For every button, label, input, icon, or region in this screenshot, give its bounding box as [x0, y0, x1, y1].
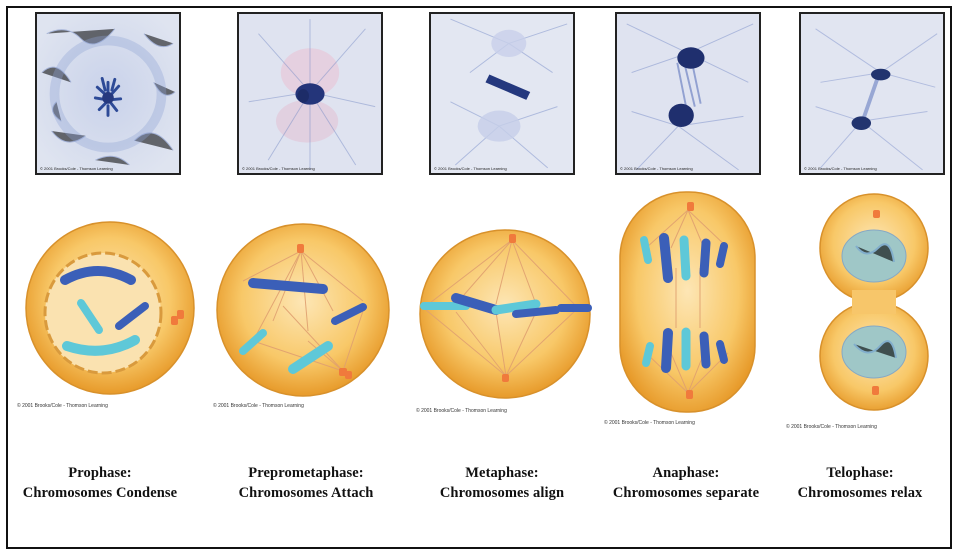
anaphase-micrograph-image [617, 14, 759, 173]
phase-name: Anaphase: [586, 463, 786, 483]
cell-illustration [23, 218, 198, 398]
phase-description: Chromosomes Attach [206, 483, 406, 503]
copyright-label: © 2001 Brooks/Cole - Thomson Learning [604, 420, 695, 426]
preprometaphase-caption: Preprometaphase: Chromosomes Attach [206, 463, 406, 503]
metaphase-illustration: © 2001 Brooks/Cole - Thomson Learning [416, 226, 594, 404]
metaphase-micrograph: © 2001 Brooks/Cole - Thomson Learning [429, 12, 575, 175]
photo-credit: © 2001 Brooks/Cole - Thomson Learning [434, 166, 507, 171]
copyright-label: © 2001 Brooks/Cole - Thomson Learning [416, 408, 507, 414]
preprometaphase-micrograph: © 2001 Brooks/Cole - Thomson Learning [237, 12, 383, 175]
cell-illustration [616, 188, 759, 416]
phase-description: Chromosomes separate [586, 483, 786, 503]
photo-credit: © 2001 Brooks/Cole - Thomson Learning [804, 166, 877, 171]
prophase-micrograph-image [37, 14, 179, 173]
phase-name: Telophase: [760, 463, 958, 483]
photo-credit: © 2001 Brooks/Cole - Thomson Learning [242, 166, 315, 171]
telophase-micrograph-image [801, 14, 943, 173]
figure-frame: © 2001 Brooks/Cole - Thomson Learning © … [6, 6, 952, 549]
preprometaphase-illustration: © 2001 Brooks/Cole - Thomson Learning [213, 221, 393, 399]
cell-illustration [213, 221, 393, 399]
phase-name: Prophase: [0, 463, 200, 483]
metaphase-micrograph-image [431, 14, 573, 173]
prophase-micrograph: © 2001 Brooks/Cole - Thomson Learning [35, 12, 181, 175]
photo-credit: © 2001 Brooks/Cole - Thomson Learning [40, 166, 113, 171]
cell-illustration [416, 226, 594, 404]
phase-description: Chromosomes relax [760, 483, 958, 503]
phase-name: Metaphase: [402, 463, 602, 483]
anaphase-illustration: © 2001 Brooks/Cole - Thomson Learning [616, 188, 759, 416]
phase-description: Chromosomes align [402, 483, 602, 503]
prophase-caption: Prophase: Chromosomes Condense [0, 463, 200, 503]
phase-name: Preprometaphase: [206, 463, 406, 483]
preprometaphase-micrograph-image [239, 14, 381, 173]
telophase-caption: Telophase: Chromosomes relax [760, 463, 958, 503]
copyright-label: © 2001 Brooks/Cole - Thomson Learning [213, 403, 304, 409]
copyright-label: © 2001 Brooks/Cole - Thomson Learning [786, 424, 877, 430]
metaphase-caption: Metaphase: Chromosomes align [402, 463, 602, 503]
anaphase-caption: Anaphase: Chromosomes separate [586, 463, 786, 503]
telophase-micrograph: © 2001 Brooks/Cole - Thomson Learning [799, 12, 945, 175]
copyright-label: © 2001 Brooks/Cole - Thomson Learning [17, 403, 108, 409]
prophase-illustration: © 2001 Brooks/Cole - Thomson Learning [23, 218, 198, 398]
cell-illustration [816, 190, 932, 414]
photo-credit: © 2001 Brooks/Cole - Thomson Learning [620, 166, 693, 171]
telophase-illustration: © 2001 Brooks/Cole - Thomson Learning [816, 190, 932, 414]
anaphase-micrograph: © 2001 Brooks/Cole - Thomson Learning [615, 12, 761, 175]
phase-description: Chromosomes Condense [0, 483, 200, 503]
